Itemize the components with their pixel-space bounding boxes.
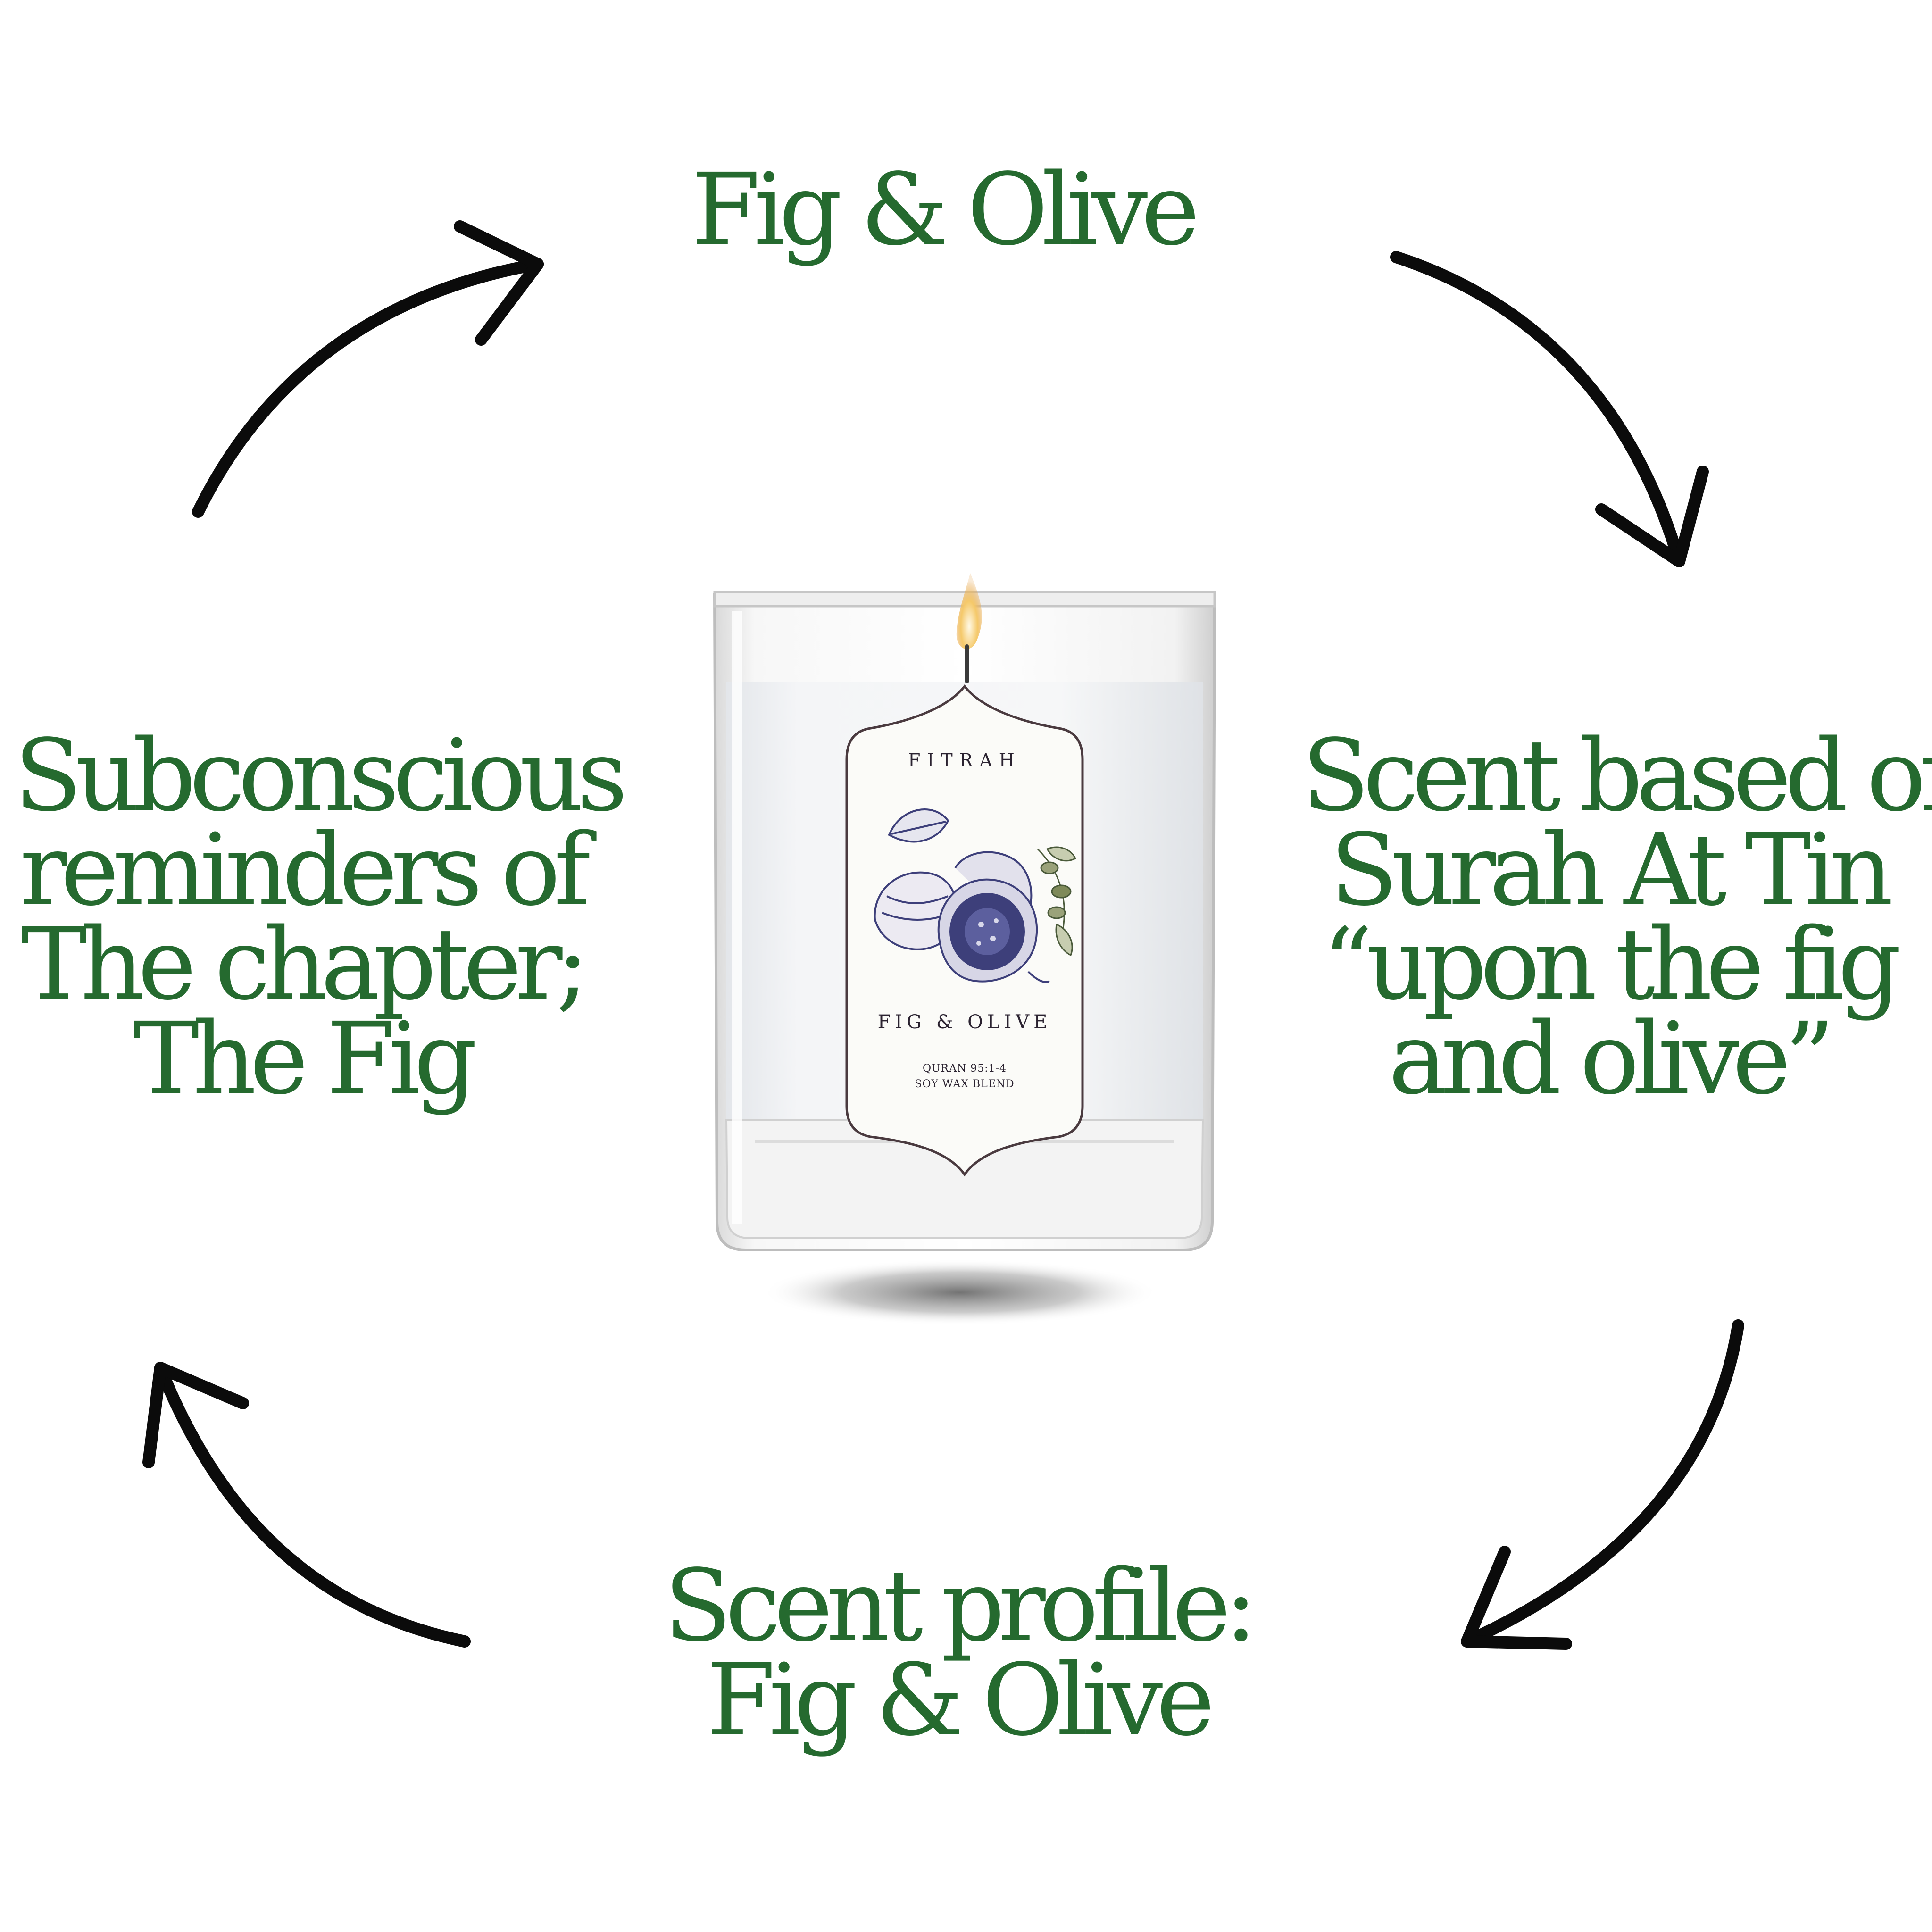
caption-bottom: Scent profile: Fig & Olive: [608, 1548, 1307, 1758]
caption-left: Subconscious reminders of The chapter; T…: [14, 718, 628, 1116]
label-product: FIG & OLIVE: [878, 1011, 1052, 1033]
label-material: SOY WAX BLEND: [915, 1078, 1014, 1090]
flame-icon: [956, 573, 982, 683]
arrow-bottom-left-icon: [142, 1362, 471, 1648]
caption-right: Scent based on Surah At Tin “upon the fi…: [1302, 718, 1932, 1116]
caption-bottom-line: Scent profile:: [664, 1548, 1257, 1664]
arrow-top-left-icon: [192, 220, 544, 518]
caption-bottom-line: Fig & Olive: [707, 1642, 1215, 1758]
caption-top-line: Fig & Olive: [691, 152, 1199, 267]
glass-highlight: [732, 611, 742, 1224]
arrow-top-right-icon: [1390, 251, 1709, 567]
caption-left-line: The Fig: [133, 1001, 477, 1116]
caption-top: Fig & Olive: [636, 152, 1249, 267]
caption-right-line: Surah At Tin: [1330, 812, 1893, 928]
caption-left-line: The chapter;: [21, 907, 590, 1022]
candle-label: FITRAH: [845, 684, 1084, 1177]
caption-left-line: Subconscious: [14, 718, 628, 833]
olive-branch-icon: [1037, 846, 1077, 957]
label-brand: FITRAH: [908, 750, 1021, 771]
arrow-bottom-right-icon: [1461, 1319, 1744, 1650]
label-reference: QURAN 95:1-4: [923, 1063, 1007, 1074]
caption-right-line: Scent based on: [1302, 718, 1932, 833]
caption-right-line: and olive”: [1388, 1001, 1835, 1116]
candle-product-image: FITRAH: [713, 573, 1216, 1325]
fig-illustration-icon: [874, 808, 1050, 983]
candle-shadow: [762, 1259, 1158, 1325]
caption-right-line: “upon the fig: [1322, 907, 1901, 1022]
glass-base: [725, 1119, 1204, 1239]
caption-left-line: reminders of: [20, 812, 591, 928]
